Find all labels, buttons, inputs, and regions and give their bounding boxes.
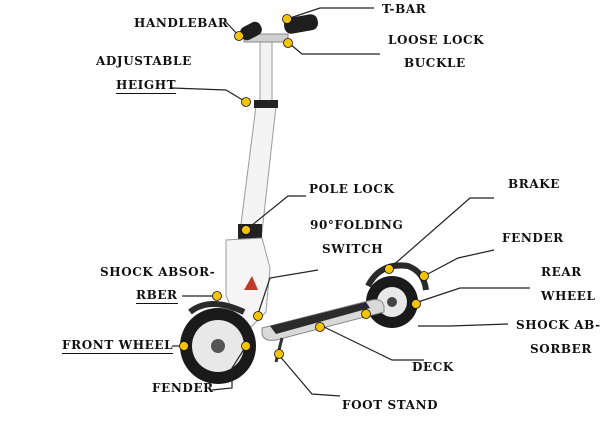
label-wheel: WHEEL (541, 289, 596, 303)
label-rear-shock-2: SORBER (530, 342, 592, 356)
stem (238, 39, 278, 242)
label-loose-lock: LOOSE LOCK (388, 33, 485, 47)
handlebar-shape (240, 14, 319, 43)
label-front-shock-2: RBER (136, 288, 178, 304)
label-handlebar: HANDLEBAR (134, 16, 229, 30)
label-brake: BRAKE (508, 177, 561, 191)
dot-front-shock (212, 291, 222, 301)
callout-dots (179, 14, 429, 359)
rear-wheel (366, 276, 418, 328)
dot-adjustable-height (241, 97, 251, 107)
dot-handlebar (234, 31, 244, 41)
dot-folding-switch (253, 311, 263, 321)
dot-deck (315, 322, 325, 332)
label-folding-switch-2: SWITCH (322, 242, 384, 256)
dot-front-fender (241, 341, 251, 351)
dot-loose-lock (283, 38, 293, 48)
dot-pole-lock (241, 225, 251, 235)
dot-foot-stand (274, 349, 284, 359)
label-folding-switch-1: 90°FOLDING (310, 218, 404, 232)
leader-lines (171, 7, 530, 397)
dot-rear-fender (419, 271, 429, 281)
deck-shape (261, 299, 385, 341)
label-height: HEIGHT (116, 78, 177, 94)
label-front-fender: FENDER (152, 381, 214, 395)
label-t-bar: T-BAR (382, 2, 427, 16)
label-pole-lock: POLE LOCK (309, 182, 395, 196)
dot-rear-wheel (411, 299, 421, 309)
label-foot-stand: FOOT STAND (342, 398, 439, 412)
dot-brake (384, 264, 394, 274)
label-adjustable: ADJUSTABLE (96, 54, 192, 68)
label-rear-shock-1: SHOCK AB- (516, 318, 600, 332)
label-front-shock-1: SHOCK ABSOR- (100, 265, 216, 279)
label-buckle: BUCKLE (404, 56, 466, 70)
dot-front-wheel (179, 341, 189, 351)
front-wheel (180, 308, 256, 384)
label-front-wheel: FRONT WHEEL (62, 338, 174, 354)
dot-t-bar (282, 14, 292, 24)
label-rear: REAR (541, 265, 582, 279)
logo-mark (244, 276, 258, 290)
scooter-illustration (180, 14, 429, 384)
dot-rear-shock (361, 309, 371, 319)
label-deck: DECK (412, 360, 454, 374)
label-rear-fender: FENDER (502, 231, 564, 245)
front-fender-shape (188, 301, 246, 315)
